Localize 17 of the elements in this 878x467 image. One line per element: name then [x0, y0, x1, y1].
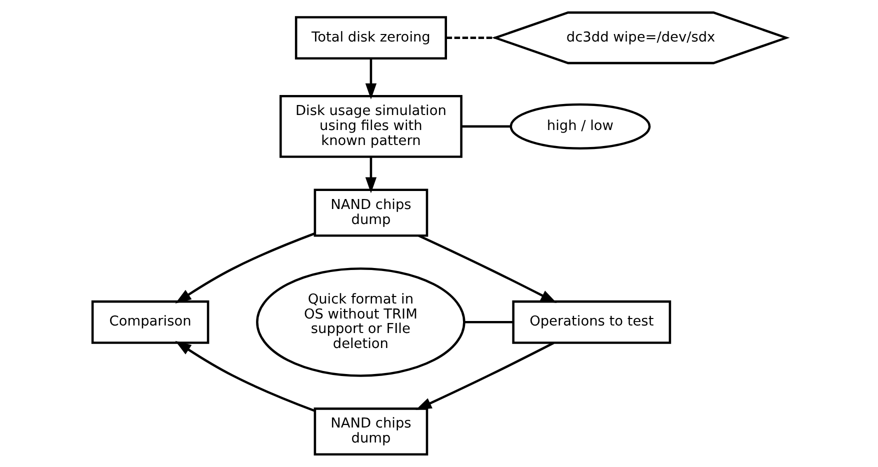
node-box: Operations to test	[512, 300, 671, 344]
connector	[446, 36, 494, 39]
node-box: Disk usage simulation using files with known pattern	[279, 95, 462, 158]
connector	[464, 321, 513, 324]
arrow	[415, 342, 554, 410]
connector	[461, 125, 510, 128]
node-box: NAND chips dump	[313, 408, 428, 456]
arrow	[418, 234, 556, 303]
node-box: NAND chips dump	[313, 188, 428, 237]
arrow	[174, 232, 315, 304]
arrow	[364, 58, 376, 100]
node-box: Total disk zeroing	[294, 16, 446, 60]
arrow	[364, 157, 376, 194]
node-box: Comparison	[90, 300, 209, 344]
arrow	[174, 340, 315, 412]
node-ellipse: Quick format in OS without TRIM support or FIle deletion	[256, 267, 465, 377]
node-ellipse: high / low	[509, 103, 650, 150]
